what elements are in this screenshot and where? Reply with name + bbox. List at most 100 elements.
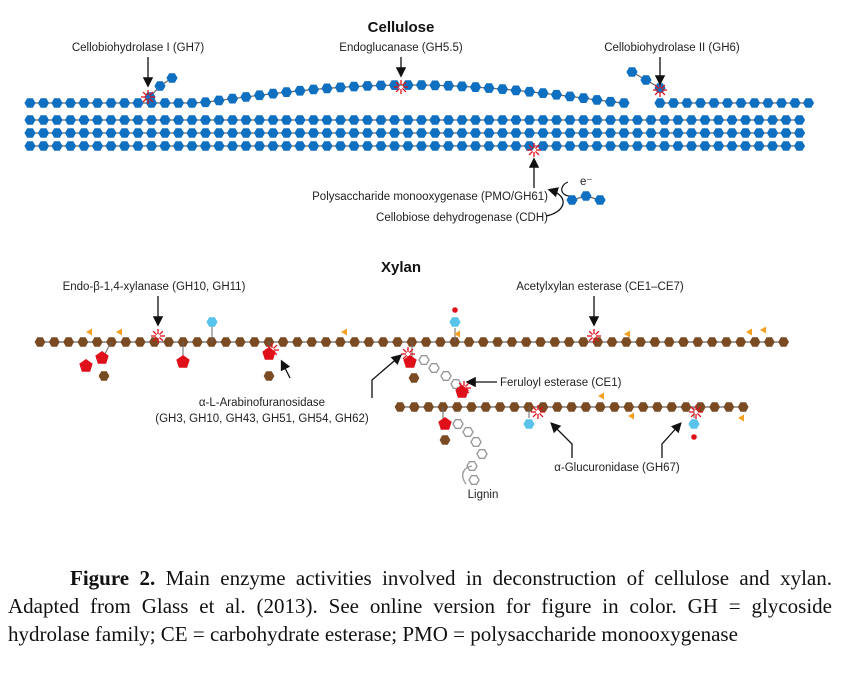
cleavage-ray xyxy=(594,330,600,336)
cleavage-ray xyxy=(266,350,272,356)
cellulose-chain-residue xyxy=(726,128,738,138)
xylan-backbone-2-residue xyxy=(609,402,620,412)
cellulose-chain-residue xyxy=(429,115,441,125)
lignin-label: Lignin xyxy=(468,489,499,501)
cellobiose-leaving-right-residue xyxy=(640,75,652,85)
cellulose-chain-residue xyxy=(226,115,239,125)
cleavage-ray xyxy=(588,330,594,336)
cellulose-chain-residue xyxy=(37,115,50,125)
cellulose-top-chain-right-residue xyxy=(775,98,788,108)
cellulose-chain-residue xyxy=(361,128,374,138)
cleavage-ray xyxy=(458,388,464,394)
xylan-backbone-2-residue xyxy=(494,402,506,412)
cellulose-chain-residue xyxy=(24,128,36,138)
cellulose-chain-residue xyxy=(348,115,360,125)
cellulose-chain-residue xyxy=(105,115,117,125)
acetyl-group xyxy=(760,326,766,334)
xylan-backbone-1-residue xyxy=(163,337,175,347)
acetylxylan-cleavage-site xyxy=(587,329,601,343)
cellulose-chain-residue xyxy=(577,141,590,151)
cellulose-top-chain-right-residue xyxy=(667,98,680,108)
cellulose-chain-residue xyxy=(591,141,603,151)
glucuronic-acid-residue xyxy=(206,317,218,327)
cleavage-ray xyxy=(696,412,702,418)
cellulose-top-chain-residue xyxy=(496,84,509,94)
methyl-group xyxy=(691,434,697,440)
cellulose-chain-residue xyxy=(294,128,306,138)
xylan-backbone-1-residue xyxy=(563,337,575,347)
cleavage-ray xyxy=(534,150,540,156)
cellulose-chain-residue xyxy=(118,141,131,151)
xylan-backbone-1-residue xyxy=(763,337,775,347)
cellulose-chain-residue xyxy=(402,115,414,125)
xylan-backbone-1-residue xyxy=(435,337,446,347)
cellulose-top-chain-residue xyxy=(442,80,455,91)
cellulose-chain-residue xyxy=(456,141,468,151)
endoglucanase-cleavage-site xyxy=(394,80,408,94)
cellulose-top-chain-residue xyxy=(429,80,441,91)
glucuronidase-arrow-1 xyxy=(550,422,573,458)
cellulose-chain-residue xyxy=(213,128,225,138)
cellulose-chain-residue xyxy=(483,115,495,125)
cellulose-chain-residue xyxy=(253,115,266,125)
cellulose-chain-residue xyxy=(145,128,158,138)
xylose-side-residue xyxy=(98,371,110,381)
ferulate-ring xyxy=(429,363,439,373)
cellulose-top-chain-residue xyxy=(456,81,468,92)
xylan-backbone-1-residue xyxy=(663,337,675,347)
cellulose-chain-residue xyxy=(739,115,752,125)
cellulose-chain-residue xyxy=(186,128,198,138)
acetyl-group xyxy=(624,330,630,338)
xylan-backbone-1-residue xyxy=(377,337,389,347)
cellulose-top-chain-right-residue xyxy=(748,98,761,108)
cleavage-ray xyxy=(464,388,470,394)
cellulose-top-chain-residue xyxy=(132,98,144,108)
cellulose-chain-residue xyxy=(780,115,792,125)
cellulose-chain-residue xyxy=(91,128,104,138)
lignin-ring xyxy=(468,475,480,485)
cellulose-chain-residue xyxy=(402,128,414,138)
cellulose-chain-residue xyxy=(496,115,509,125)
ferulate-ring xyxy=(419,355,429,365)
electron-transfer-curve xyxy=(561,181,575,197)
cleavage-ray xyxy=(690,412,696,418)
cellulose-chain-residue xyxy=(51,128,63,138)
cellulose-chain-residue xyxy=(618,128,630,138)
cellulose-chain-residue xyxy=(280,141,293,151)
cellulose-chain-residue xyxy=(442,128,455,138)
xylan-backbone-1-residue xyxy=(578,337,589,347)
cellulose-chain-residue xyxy=(766,128,779,138)
cellulose-top-chain-residue xyxy=(199,97,212,108)
cellulose-chain-residue xyxy=(604,141,617,151)
cellulose-top-chain-right-residue xyxy=(762,98,774,108)
xylan-backbone-2-residue xyxy=(480,402,492,412)
cellulose-chain-residue xyxy=(766,141,779,151)
xylan-backbone-2-residue xyxy=(423,402,434,412)
cleavage-ray xyxy=(401,81,407,87)
cellulose-chain-residue xyxy=(78,115,90,125)
xylan-backbone-1-residue xyxy=(120,337,132,347)
cellulose-chain-residue xyxy=(442,141,455,151)
cellobiohydrolase-1-label: Cellobiohydrolase I (GH7) xyxy=(72,42,204,54)
arabinofuranosidase-cleavage-site xyxy=(401,347,415,361)
cellulose-chain-residue xyxy=(550,141,563,151)
cellulose-chain-residue xyxy=(280,128,293,138)
cellulose-chain-residue xyxy=(537,128,549,138)
cellulose-top-chain-residue xyxy=(334,82,347,93)
cellulose-chain-residue xyxy=(564,115,576,125)
cellulose-chain-residue xyxy=(213,141,225,151)
cleavage-ray xyxy=(588,336,594,342)
cellulose-chain-residue xyxy=(456,128,468,138)
xylan-backbone-2-residue xyxy=(666,402,678,412)
cleavage-ray xyxy=(142,91,148,97)
xylan-backbone-1-residue xyxy=(778,337,789,347)
xylan-backbone-1-residue xyxy=(592,337,604,347)
lignin-ring xyxy=(476,449,488,459)
cleavage-ray xyxy=(528,150,534,156)
cellulose-top-chain-right-residue xyxy=(789,98,801,108)
cellulose-top-chain-residue xyxy=(37,98,50,108)
xylan-backbone-1-residue xyxy=(292,337,303,347)
acetyl-group xyxy=(454,330,460,338)
xylan-backbone-1-residue xyxy=(320,337,332,347)
cellulose-chain-residue xyxy=(537,141,549,151)
